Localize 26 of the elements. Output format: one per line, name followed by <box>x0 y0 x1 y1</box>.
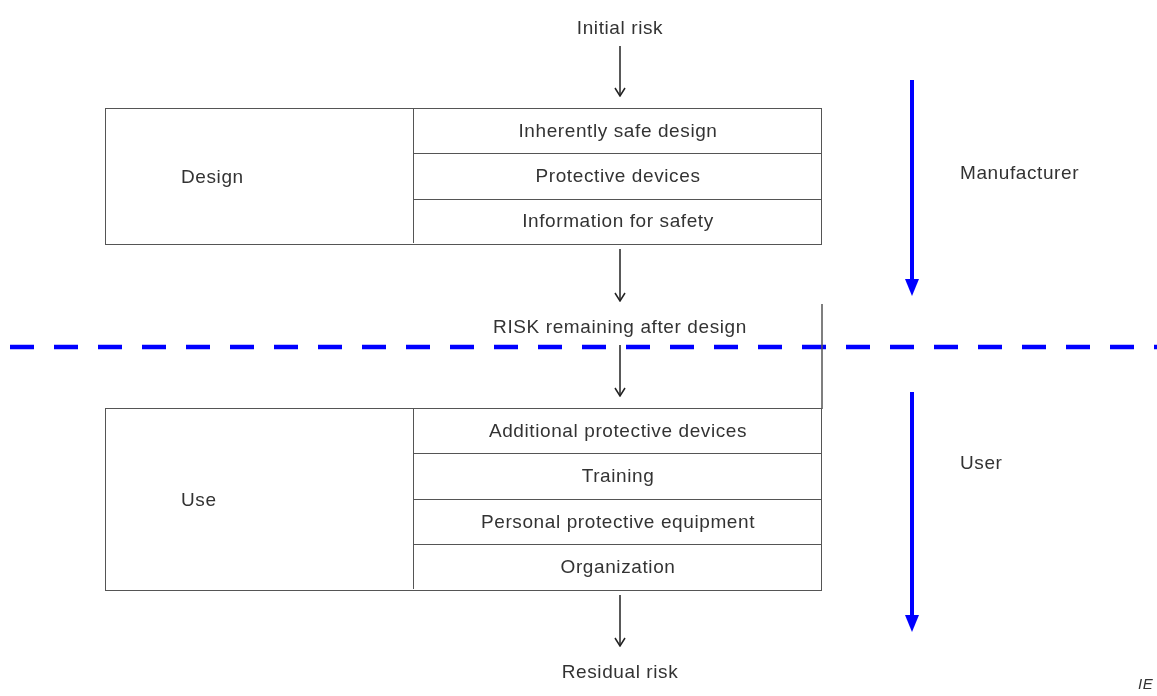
arrow <box>614 344 626 397</box>
risk-label: Initial risk <box>576 17 664 39</box>
group-box <box>105 408 822 591</box>
measure-row <box>413 154 822 200</box>
arrow <box>614 45 626 97</box>
measure-row <box>413 454 822 500</box>
group-label: Design <box>181 165 244 188</box>
arrow <box>614 248 626 302</box>
measure-label: Organization <box>560 555 676 578</box>
role-label: Manufacturer <box>960 162 1080 184</box>
risk-label: RISK remaining after design <box>493 316 747 338</box>
measure-label: Personal protective equipment <box>480 510 756 533</box>
measure-label: Protective devices <box>535 165 701 188</box>
measure-label: Information for safety <box>522 210 714 233</box>
group-label: Use <box>181 488 217 511</box>
group-box <box>105 108 822 245</box>
risk-label: Residual risk <box>561 661 679 683</box>
measure-row <box>413 109 822 155</box>
arrow <box>614 594 626 647</box>
measure-label: Inherently safe design <box>518 120 718 143</box>
measure-label: Training <box>581 465 655 488</box>
measure-row <box>413 499 822 545</box>
figure-reference: IE <box>1138 675 1154 692</box>
measure-label: Additional protective devices <box>488 420 748 443</box>
measure-row <box>413 409 822 455</box>
role-label: User <box>960 452 1003 474</box>
